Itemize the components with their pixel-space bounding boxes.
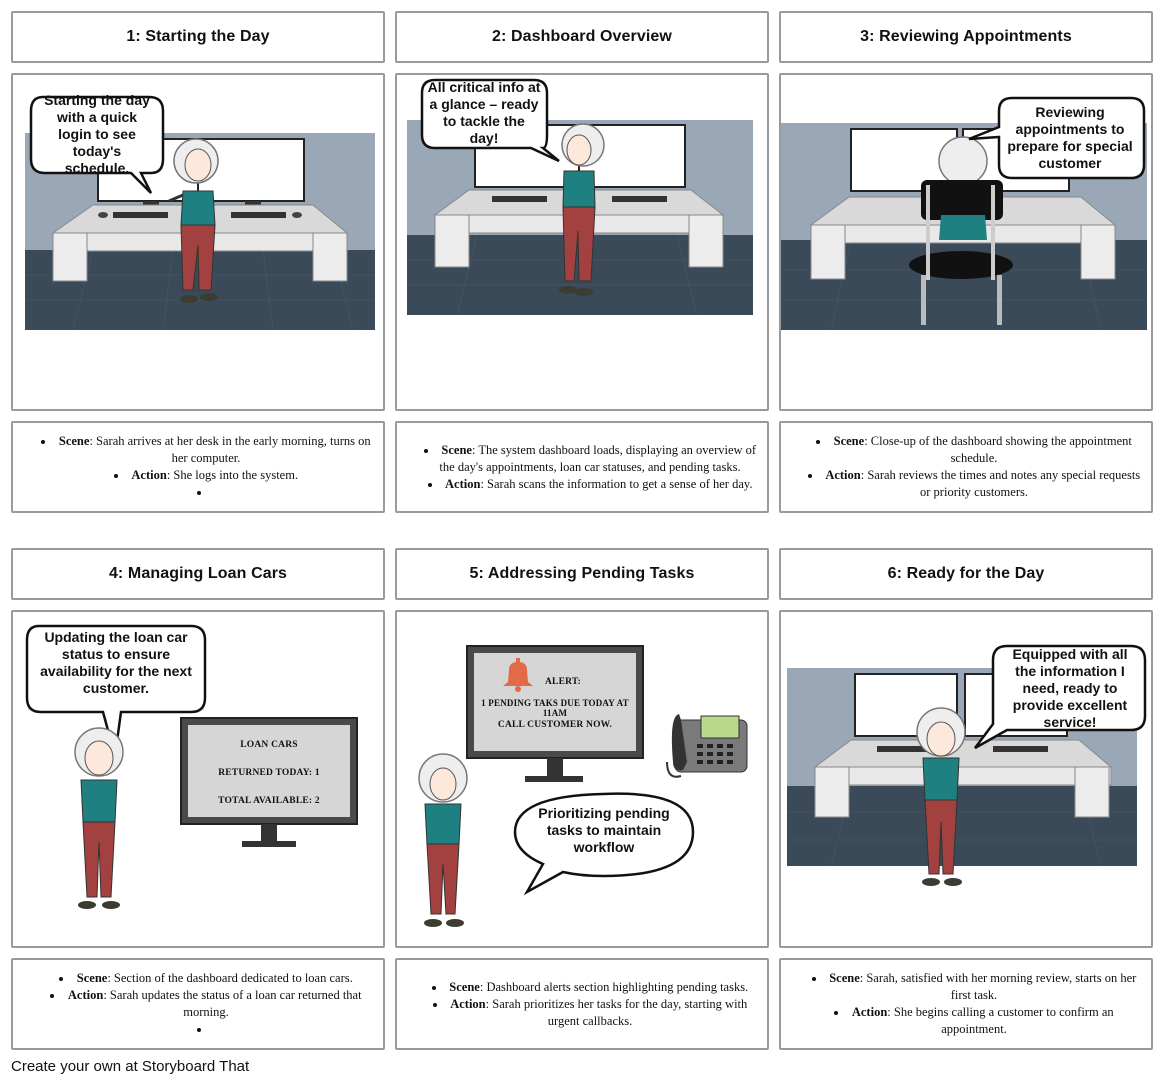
sarah-figure-1 <box>168 138 219 303</box>
panel-2-description: Scene: The system dashboard loads, displ… <box>395 421 769 513</box>
sarah-figure-4 <box>74 727 124 909</box>
panel-2-cell: All critical info at a glance – ready to… <box>395 73 769 411</box>
speech-text-6: Equipped with all the information I need… <box>1012 646 1128 730</box>
monitor-line-2: RETURNED TODAY: 1 <box>218 768 320 778</box>
monitor-alert-line-1: ALERT: <box>544 677 582 687</box>
panel-3-cell: Reviewing appointments to prepare for sp… <box>779 73 1153 411</box>
panel-1-cell: Starting the day with a quick login to s… <box>11 73 385 411</box>
panel-5-description: Scene: Dashboard alerts section highligh… <box>395 958 769 1050</box>
monitor-alert-line-3: CALL CUSTOMER NOW. <box>497 720 613 730</box>
empty-item-1 <box>39 484 373 501</box>
panel-6-cell: Equipped with all the information I need… <box>779 610 1153 948</box>
sarah-figure-2 <box>559 123 605 296</box>
sarah-figure-5 <box>418 753 468 927</box>
footer-link[interactable]: Create your own at Storyboard That <box>11 1058 250 1075</box>
scene-item-6: Scene: Sarah, satisfied with her morning… <box>807 970 1141 1004</box>
speech-text-4: Updating the loan car status to ensure a… <box>40 629 192 696</box>
pending-tasks-scene <box>418 645 748 927</box>
scene-item-5: Scene: Dashboard alerts section highligh… <box>423 979 757 996</box>
scene-item-3: Scene: Close-up of the dashboard showing… <box>807 433 1141 467</box>
phone-icon <box>666 714 748 778</box>
panel-3-title: 3: Reviewing Appointments <box>779 11 1153 63</box>
scene-item-4: Scene: Section of the dashboard dedicate… <box>39 970 373 987</box>
monitor-alert <box>466 645 644 782</box>
panel-1-description: Scene: Sarah arrives at her desk in the … <box>11 421 385 513</box>
speech-text-2: All critical info at a glance – ready to… <box>427 79 541 146</box>
action-item-4: Action: Sarah updates the status of a lo… <box>39 987 373 1021</box>
panel-3-description: Scene: Close-up of the dashboard showing… <box>779 421 1153 513</box>
sarah-figure-6 <box>916 707 966 886</box>
office-scene-6 <box>787 644 1147 886</box>
action-item-2: Action: Sarah scans the information to g… <box>423 476 757 493</box>
monitor-line-3: TOTAL AVAILABLE: 2 <box>218 796 320 806</box>
action-item-5: Action: Sarah prioritizes her tasks for … <box>423 996 757 1030</box>
panel-4-cell: Updating the loan car status to ensure a… <box>11 610 385 948</box>
speech-text-1: Starting the day with a quick login to s… <box>44 92 150 176</box>
bell-icon <box>503 658 533 692</box>
scene-item-1: Scene: Sarah arrives at her desk in the … <box>39 433 373 467</box>
monitor-line-1: LOAN CARS <box>240 740 298 750</box>
empty-item-4 <box>39 1021 373 1038</box>
panel-2-title: 2: Dashboard Overview <box>395 11 769 63</box>
monitor-alert-line-2: 1 PENDING TAKS DUE TODAY AT 11AM <box>481 698 629 718</box>
action-item-3: Action: Sarah reviews the times and note… <box>807 467 1141 501</box>
scene-item-2: Scene: The system dashboard loads, displ… <box>423 442 757 476</box>
speech-text-3: Reviewing appointments to prepare for sp… <box>1007 104 1133 171</box>
action-item-1: Action: She logs into the system. <box>39 467 373 484</box>
panel-4-title: 4: Managing Loan Cars <box>11 548 385 600</box>
panel-5-cell: ALERT: 1 PENDING TAKS DUE TODAY AT 11AM … <box>395 610 769 948</box>
speech-text-5: Prioritizing pending tasks to maintain w… <box>538 805 670 855</box>
panel-1-title: 1: Starting the Day <box>11 11 385 63</box>
panel-5-title: 5: Addressing Pending Tasks <box>395 548 769 600</box>
action-item-6: Action: She begins calling a customer to… <box>807 1004 1141 1038</box>
monitor-loan-cars <box>180 717 358 847</box>
loan-car-scene <box>25 624 358 909</box>
panel-4-description: Scene: Section of the dashboard dedicate… <box>11 958 385 1050</box>
panel-6-description: Scene: Sarah, satisfied with her morning… <box>779 958 1153 1050</box>
panel-6-title: 6: Ready for the Day <box>779 548 1153 600</box>
